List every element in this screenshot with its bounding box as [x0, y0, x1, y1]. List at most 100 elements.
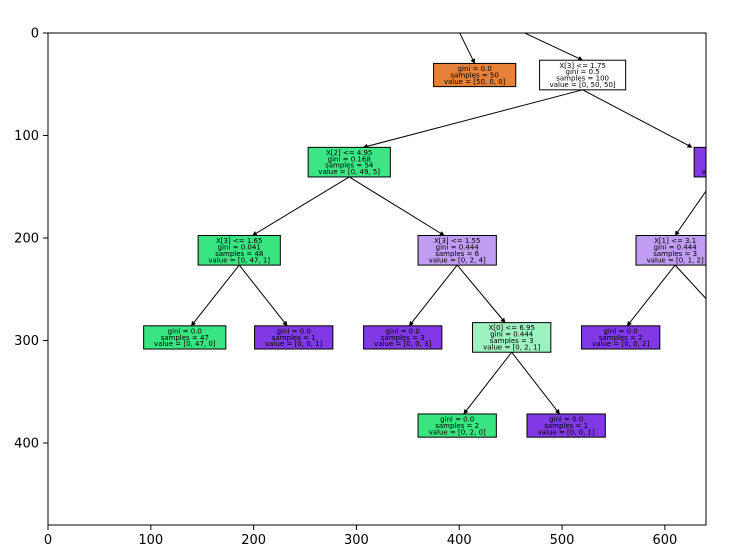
y-axis-ticks: 0 100 200 300 400	[14, 27, 48, 452]
tree-node-text: value = [0, 2, 1]	[483, 343, 540, 351]
tree-node-text: value = [0, 49, 5]	[318, 168, 380, 176]
tree-node-text: value = [0, 2, 4]	[429, 256, 486, 264]
tree-node-text: samples = 3	[490, 337, 534, 345]
tree-node-text: samples = 6	[435, 250, 479, 258]
tree-node-text: samples = 50	[451, 71, 499, 79]
x-tick-label: 400	[447, 533, 472, 548]
y-tick-label: 0	[31, 27, 39, 42]
tree-node-text: gini = 0.0	[549, 416, 583, 424]
tree-node-text: value = [0, 0, 3]	[374, 340, 431, 348]
y-tick-label: 300	[14, 334, 39, 349]
tree-node-text: samples = 1	[544, 422, 588, 430]
tree-node-text: gini = 0.0	[440, 416, 474, 424]
tree-node-text: value = [0, 1, 2]	[647, 256, 704, 264]
tree-node-box	[254, 325, 334, 350]
x-axis-ticks: 0 100 200 300 400 500 600	[44, 525, 677, 548]
tree-edge	[511, 351, 561, 415]
tree-edge	[582, 89, 693, 148]
tree-edge	[362, 89, 583, 149]
tree-edge	[190, 264, 240, 327]
y-tick-label: 200	[14, 232, 39, 247]
axes-frame	[47, 32, 707, 526]
tree-node-box	[718, 326, 742, 349]
tree-node-box	[197, 235, 281, 266]
tree-node-box	[581, 325, 661, 350]
tree-node-text: va	[702, 168, 710, 176]
tree-edge	[674, 264, 706, 300]
x-tick-label: 0	[44, 533, 52, 548]
tree-node-box	[526, 413, 606, 438]
tree-edge	[459, 33, 476, 64]
x-tick-label: 600	[652, 533, 677, 548]
tree-node-text: gini = 0.444	[436, 243, 480, 251]
tree-node-text: gini = 0.5	[566, 68, 600, 76]
tree-node-text: samples = 48	[215, 250, 263, 258]
tree-node-text: value = [0, 2, 0]	[429, 428, 486, 436]
tree-node: va	[693, 146, 710, 178]
tree-node-text: X[2] <= 4.95	[326, 149, 372, 157]
tree-node-box	[363, 325, 443, 350]
tree-edge	[626, 264, 676, 327]
tree-node-text: gini = 0.168	[328, 155, 371, 163]
tree-node-text: samples = 100	[556, 75, 609, 83]
tree-node-text: value = [50, 0, 0]	[444, 78, 506, 86]
tree-node-text: gini = 0.0	[604, 327, 638, 335]
tree-node-text: X[1] <= 3.1	[654, 237, 696, 245]
x-tick-label: 300	[344, 533, 369, 548]
tree-edge	[252, 176, 350, 236]
tree-node-text: X[3] <= 1.55	[434, 237, 480, 245]
y-tick-label: 100	[14, 129, 39, 144]
tree-edges	[190, 33, 706, 415]
tree-node-text: samples = 54	[325, 162, 374, 170]
tree-node-text: samples = 47	[161, 334, 209, 342]
tree-node-text: samples = 3	[653, 250, 697, 258]
tree-node-box	[143, 325, 227, 350]
tree-node-text: value = [0, 47, 0]	[154, 340, 216, 348]
x-tick-label: 100	[138, 533, 163, 548]
tree-node-text: samples = 1	[272, 334, 316, 342]
tree-node-text: va	[725, 340, 733, 348]
tree-node-text: value = [0, 0, 1]	[265, 340, 322, 348]
tree-node-box	[472, 322, 552, 353]
tree-edge	[456, 264, 506, 324]
tree-node-text: samples = 3	[381, 334, 425, 342]
y-tick-label: 400	[14, 437, 39, 452]
tree-edge	[238, 264, 288, 327]
x-tick-label: 200	[241, 533, 266, 548]
x-tick-label: 500	[550, 533, 575, 548]
tree-node-text: gini = 0.0	[386, 327, 420, 335]
tree-node-text: value = [0, 0, 2]	[592, 340, 649, 348]
tree-edge	[463, 351, 513, 415]
tree-node-box	[307, 146, 391, 178]
tree-node: va	[718, 326, 742, 349]
tree-node-text: gini = 0.0	[458, 65, 492, 73]
tree-node-text: samples = 2	[435, 422, 479, 430]
tree-node-text: X[3] <= 1.75	[559, 62, 605, 70]
tree-node-box	[693, 146, 706, 178]
tree-node-box	[539, 59, 627, 91]
tree-node-box	[417, 413, 497, 438]
tree-edge	[674, 190, 706, 236]
tree-node-text: value = [0, 47, 1]	[208, 256, 270, 264]
tree-node-text: gini = 0.0	[277, 327, 311, 335]
plot-area	[48, 33, 706, 525]
tree-node-box	[417, 235, 497, 266]
tree-node-text: gini = 0.444	[654, 243, 698, 251]
tree-node-text: X[0] <= 6.95	[488, 324, 534, 332]
tree-node-text: value = [0, 50, 50]	[550, 81, 616, 89]
tree-edge	[408, 264, 458, 327]
tree-node-text: X[3] <= 1.65	[216, 237, 262, 245]
tree-node-text: gini = 0.444	[490, 331, 534, 339]
